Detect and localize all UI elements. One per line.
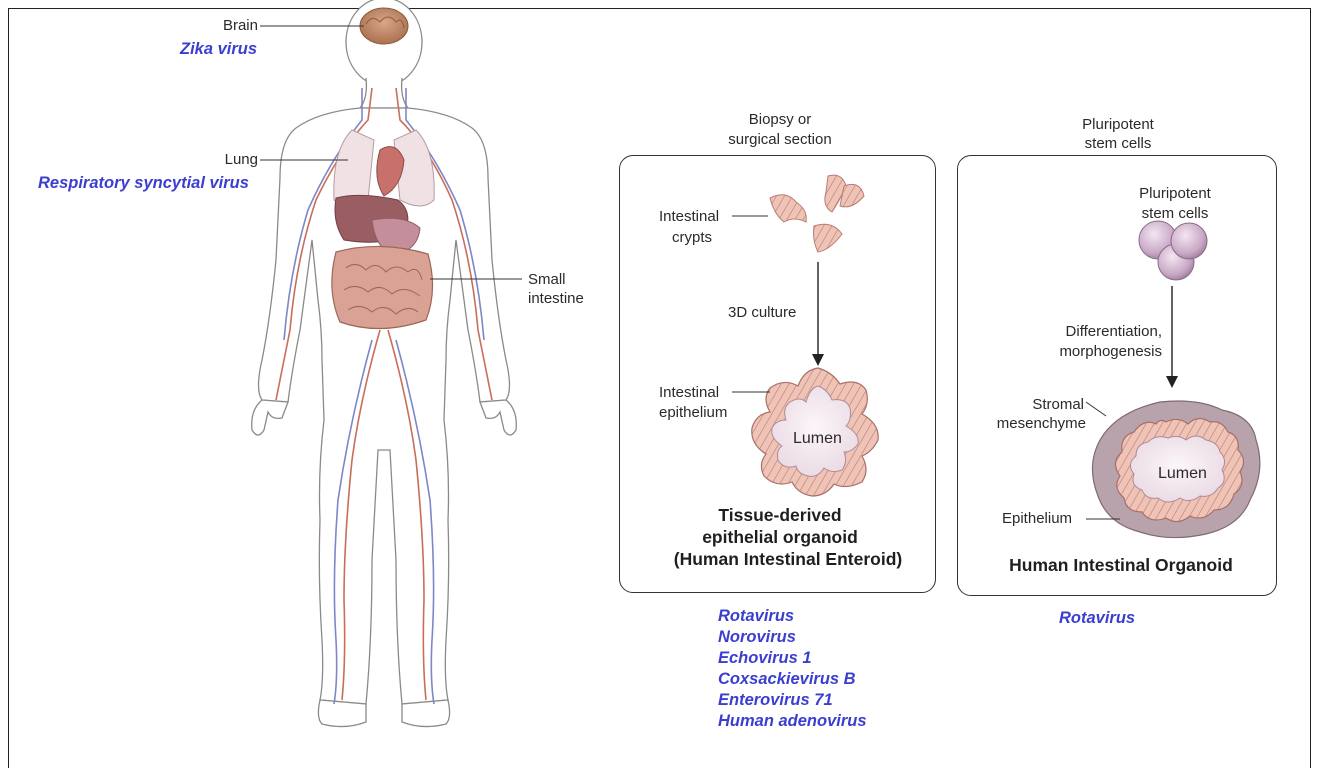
culture-step-label: 3D culture (728, 303, 796, 322)
stromal-label-2: mesenchyme (980, 414, 1086, 433)
enteroid-lumen-label: Lumen (793, 429, 842, 448)
crypts-label-2: crypts (672, 228, 712, 247)
small-intestine-label-1: Small (528, 270, 566, 289)
rsv-label: Respiratory syncytial virus (38, 173, 249, 194)
enteroid-title-line2: epithelial organoid (640, 527, 920, 548)
enteroid-title-line1: Tissue-derived (640, 505, 920, 526)
epithelium-label: Epithelium (1002, 509, 1072, 528)
neck-outline (360, 78, 408, 108)
brain-label: Brain (180, 16, 258, 35)
epithelium-label-1: Intestinal (659, 383, 719, 402)
right-hand (480, 400, 516, 435)
enteroid-title-line3: (Human Intestinal Enteroid) (640, 549, 936, 570)
small-intestine-label-2: intestine (528, 289, 584, 308)
virus-list-item: Norovirus (718, 627, 867, 648)
virus-list-item: Rotavirus (718, 606, 867, 627)
stem-cells-label-1: Pluripotent (1100, 184, 1250, 203)
organoid-source-line2: stem cells (1000, 134, 1236, 153)
virus-list-item: Echovirus 1 (718, 648, 867, 669)
organoid-title: Human Intestinal Organoid (966, 555, 1276, 576)
crypts-label-1: Intestinal (659, 207, 719, 226)
epithelium-label-2: epithelium (659, 403, 727, 422)
stem-cells-label-2: stem cells (1100, 204, 1250, 223)
enteroid-source-line2: surgical section (660, 130, 900, 149)
virus-list-item: Human adenovirus (718, 711, 867, 732)
organoid-virus-rotavirus: Rotavirus (1059, 608, 1135, 629)
left-hand (252, 400, 288, 435)
organoid-lumen-label: Lumen (1158, 464, 1207, 483)
differentiation-label-2: morphogenesis (1000, 342, 1162, 361)
organoid-source-line1: Pluripotent (1000, 115, 1236, 134)
right-foot (402, 700, 450, 727)
left-foot (318, 700, 366, 727)
brain-organ (360, 8, 408, 44)
stromal-label-1: Stromal (980, 395, 1084, 414)
virus-list-item: Coxsackievirus B (718, 669, 867, 690)
virus-list-item: Enterovirus 71 (718, 690, 867, 711)
enteroid-virus-list: Rotavirus Norovirus Echovirus 1 Coxsacki… (718, 606, 867, 732)
zika-virus-label: Zika virus (180, 39, 257, 60)
differentiation-label-1: Differentiation, (1000, 322, 1162, 341)
enteroid-source-line1: Biopsy or (660, 110, 900, 129)
human-body-figure (252, 0, 517, 727)
lung-label: Lung (180, 150, 258, 169)
